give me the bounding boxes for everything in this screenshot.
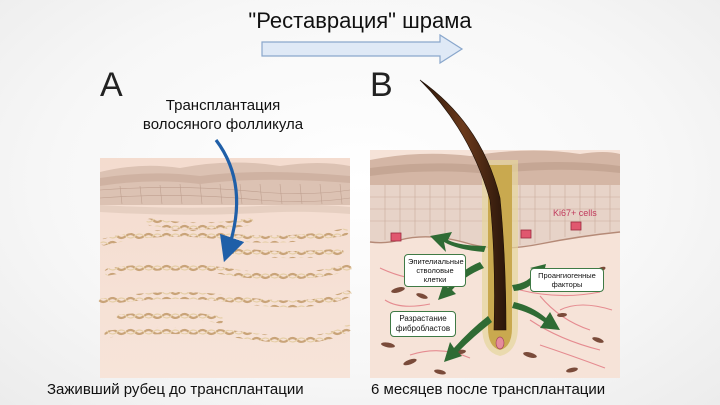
caption-a: Заживший рубец до трансплантации [47, 381, 304, 398]
process-arrow [261, 33, 464, 65]
caption-b: 6 месяцев после трансплантации [371, 381, 606, 398]
page-title: "Реставрация" шрама [248, 8, 472, 33]
panel-a-tissue [98, 139, 352, 378]
transplant-label: Трансплантация волосяного фолликула [118, 96, 328, 134]
hair-shaft [419, 79, 507, 331]
panel-a-letter: A [100, 66, 123, 104]
proangiogenic-factors-box: Проангиогенные факторы [530, 268, 604, 292]
ki67-label: Ki67+ cells [553, 208, 597, 218]
ki67-cells [390, 221, 582, 242]
panel-b-tissue [369, 79, 621, 378]
epithelial-stem-cells-box: Эпителиальные стволовые клетки [404, 254, 466, 287]
transplant-label-line2: волосяного фолликула [142, 116, 304, 133]
transplant-label-line1: Трансплантация [165, 97, 281, 114]
panel-b-letter: B [370, 66, 393, 104]
fibroblast-growth-box: Разрастание фибробластов [390, 311, 456, 337]
transplant-arrow [214, 139, 245, 263]
